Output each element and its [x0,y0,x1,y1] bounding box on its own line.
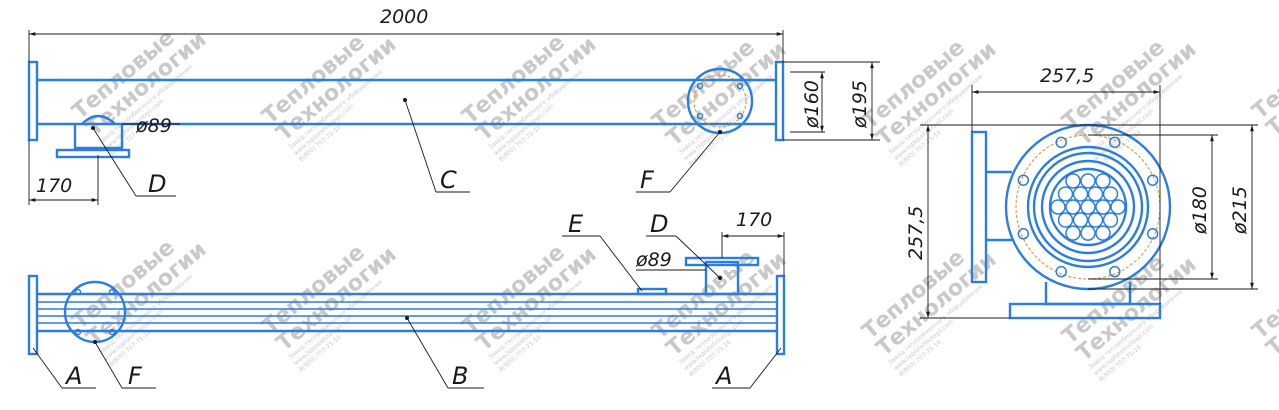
dim-dia-195: ø195 [849,80,871,129]
tube-bundle [1050,173,1126,241]
top-view: 2000 ø160 ø195 ø89 170 D C F [27,6,880,205]
label-e-bottom: E [568,210,584,238]
dim-dia-89-top: ø89 [135,115,172,137]
label-f-top: F [640,166,655,194]
tube-circle [1080,173,1096,189]
hidden-circle-f [693,74,747,128]
label-c-top: C [440,166,457,194]
dim-height-257: 257,5 [905,206,927,260]
dim-width-257: 257,5 [1040,65,1094,87]
tube-circle [1102,212,1119,228]
left-flange-bottom [27,274,39,356]
tube-circle [1057,212,1074,228]
left-flange-top [27,60,39,142]
svg-text:Тепловые: Тепловые [1248,245,1279,345]
tube-circle [1102,186,1119,202]
plate-e [636,287,668,296]
dim-dia-160: ø160 [801,80,823,129]
label-f-bottom: F [128,362,143,390]
nozzle-d-bottom [704,260,740,296]
tube-circle [1072,186,1089,202]
tube-circle [1065,199,1081,215]
tube-circle [1057,186,1074,202]
dim-dia-89-bottom: ø89 [635,249,672,271]
tube-circle [1087,212,1104,228]
bolt-hole [1109,265,1121,278]
bolt-hole [1055,265,1067,278]
label-a-left: A [64,362,82,390]
right-flange-top [774,60,785,142]
tube-circle [1072,212,1089,228]
label-d-top: D [148,170,166,198]
bolt-holes [1017,136,1159,278]
dim-length-2000: 2000 [380,6,428,28]
bolt-hole [1017,174,1030,186]
bolt-hole [1055,136,1067,149]
tube-circle [1110,199,1126,215]
tube-circle [1087,186,1104,202]
tube-circle [1065,225,1081,241]
support-plate [1008,302,1162,320]
tube-circle [1050,199,1066,215]
tube-circle [1080,225,1096,241]
tube-circle [1095,173,1111,189]
bolt-hole [1017,228,1030,240]
nozzle-d-plate [55,148,131,159]
bolt-hole [1146,228,1159,240]
dim-dia-180: ø180 [1189,186,1211,235]
nozzle-d-top [73,124,124,150]
tube-circle [1095,199,1111,215]
end-flange-side [970,130,988,284]
tube-circle [1095,225,1111,241]
label-d-bottom: D [650,210,668,238]
tube-circle [1080,199,1096,215]
end-view: 257,5 257,5 ø180 ø215 [905,65,1258,320]
bolt-hole [1109,136,1121,149]
label-b-bottom: B [452,362,468,390]
bottom-view: 170 ø89 E D A F B A [27,209,786,390]
tube-circle [1065,173,1081,189]
label-a-right: A [714,362,732,390]
dim-offset-170-bottom: 170 [736,209,772,231]
dim-offset-170-top: 170 [36,175,72,197]
nozzle-d-arc [81,114,116,125]
right-flange-bottom [775,274,786,356]
bolt-hole [1146,174,1159,186]
dim-dia-215: ø215 [1229,186,1251,235]
svg-text:Тепловые: Тепловые [1248,25,1279,125]
